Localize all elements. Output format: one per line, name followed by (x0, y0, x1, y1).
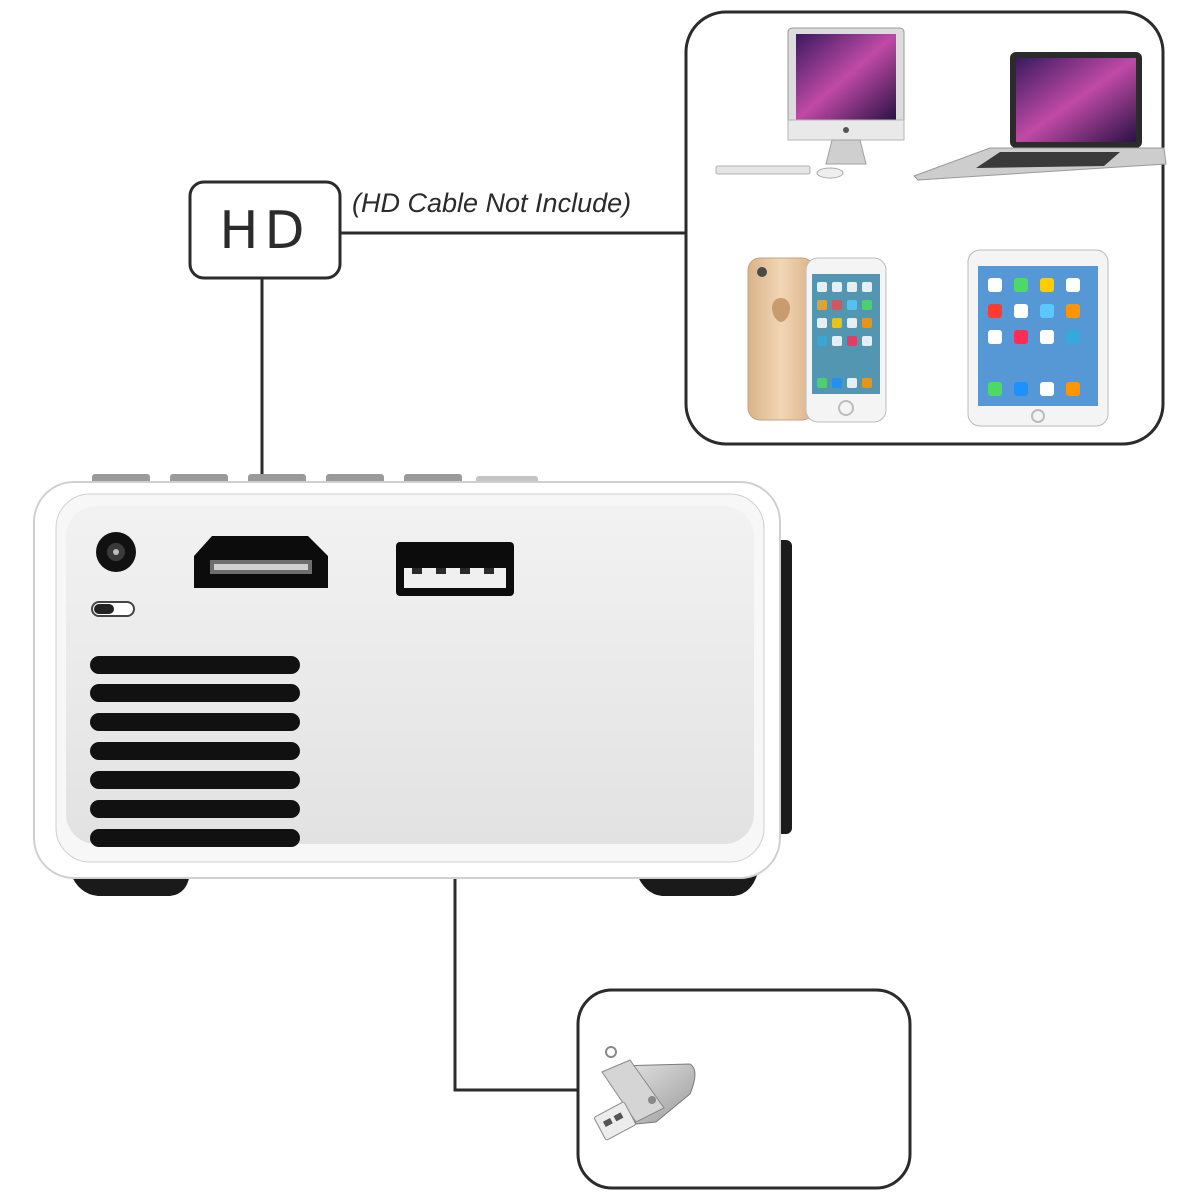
power-switch (91, 601, 135, 617)
usb-flash-drive-icon (594, 1046, 696, 1141)
usb-port (396, 542, 514, 596)
tablet-icon (967, 249, 1109, 427)
desktop-computer-icon (715, 27, 905, 179)
projector-rear (33, 474, 792, 896)
laptop-icon (913, 52, 1167, 181)
hd-port (194, 536, 328, 588)
smartphone-icon (747, 257, 887, 423)
cable-note-text: (HD Cable Not Include) (352, 188, 631, 218)
dc-power-jack (96, 532, 136, 572)
usb-drive-panel (576, 988, 912, 1190)
hd-label-box: HD (188, 180, 342, 280)
devices-panel (684, 10, 1167, 446)
ventilation-grille (90, 656, 300, 847)
hd-label-text: HD (219, 201, 310, 261)
